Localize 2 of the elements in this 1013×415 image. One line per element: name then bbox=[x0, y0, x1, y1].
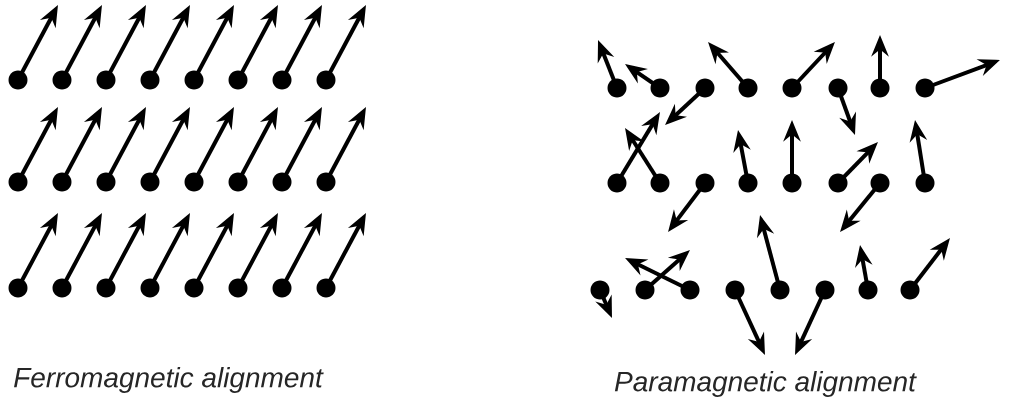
caption: Ferromagnetic alignment bbox=[14, 366, 324, 394]
caption: Paramagnetic alignment bbox=[614, 370, 917, 398]
